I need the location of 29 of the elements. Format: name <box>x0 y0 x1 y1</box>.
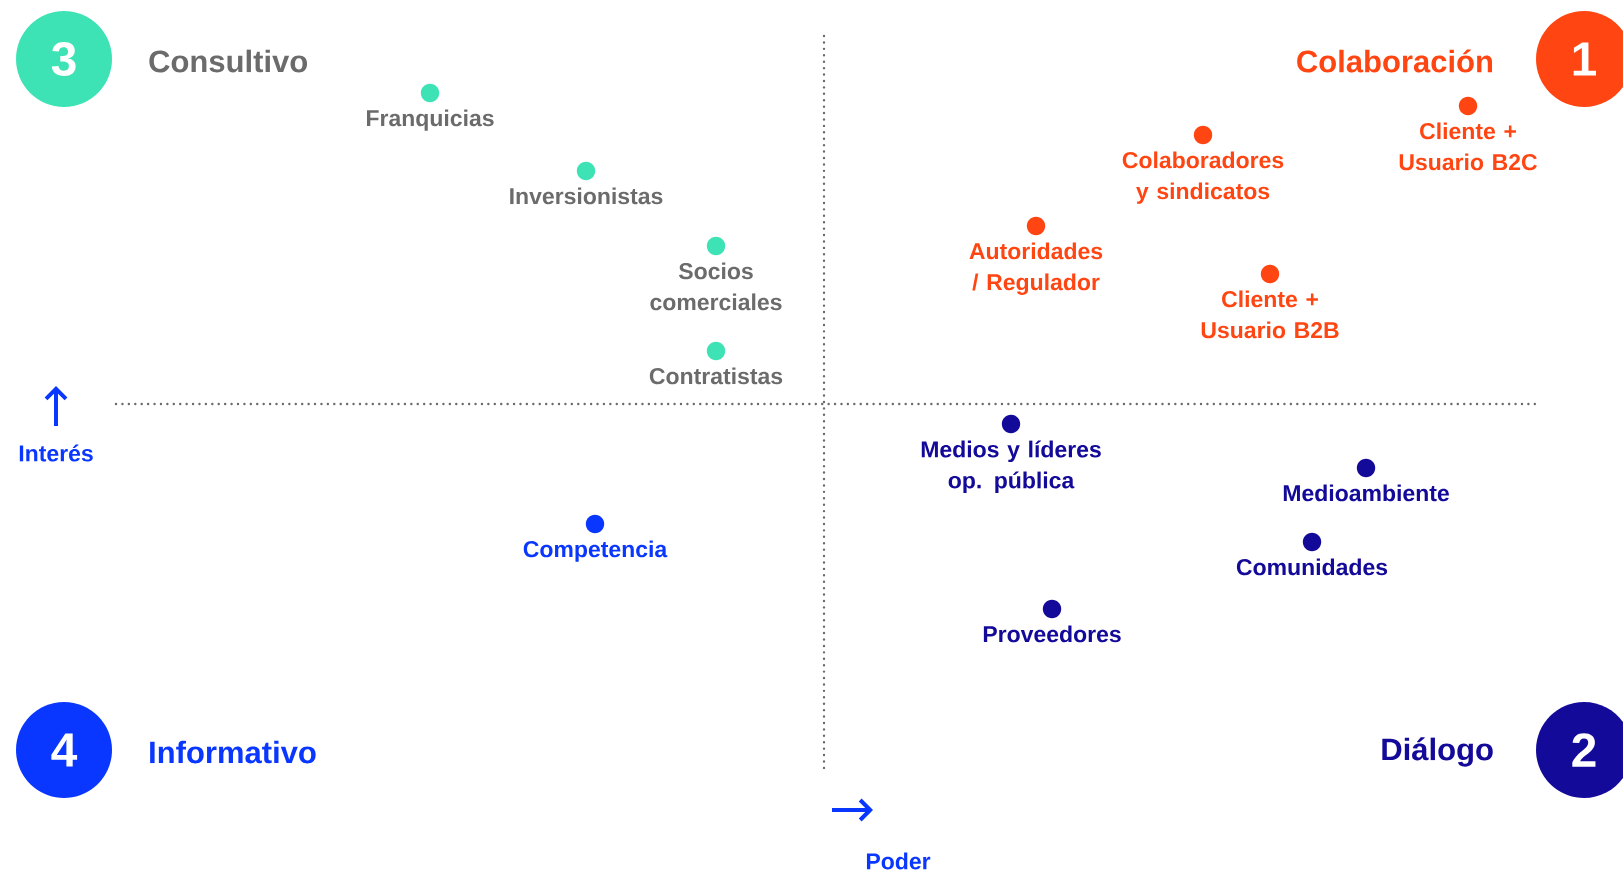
data-point: Franquicias <box>367 83 494 131</box>
data-point: Cliente + Usuario B2B <box>1201 264 1339 339</box>
node-label: Comunidades <box>1236 558 1388 576</box>
node-label: Medioambiente <box>1283 484 1449 502</box>
node-label: Cliente + Usuario B2C <box>1399 122 1537 171</box>
node-label: Competencia <box>523 540 668 562</box>
data-point: Socios comerciales <box>650 236 782 311</box>
quadrant-title: Colaboración <box>1297 49 1492 73</box>
data-point: Colaboradores y sindicatos <box>1122 125 1284 204</box>
node-label: Medios y líderes op. pública <box>921 440 1101 494</box>
axis-label: Poder <box>866 852 931 870</box>
data-point: Medios y líderes op. pública <box>921 414 1101 494</box>
node-label: Socios comerciales <box>650 262 782 311</box>
data-point: Comunidades <box>1236 532 1388 576</box>
axis-label: Interés <box>19 444 93 462</box>
data-point: Medioambiente <box>1283 458 1449 502</box>
node-label: Franquicias <box>367 109 494 131</box>
node-label: Inversionistas <box>510 187 663 205</box>
data-point: Autoridades / Regulador <box>969 216 1103 295</box>
node-label: Cliente + Usuario B2B <box>1201 290 1339 339</box>
data-point: Proveedores <box>983 599 1121 643</box>
data-point: Cliente + Usuario B2C <box>1399 96 1537 171</box>
data-point: Competencia <box>523 514 668 562</box>
data-point: Inversionistas <box>510 161 663 205</box>
node-label: Proveedores <box>983 625 1121 643</box>
node-label: Colaboradores y sindicatos <box>1122 151 1284 204</box>
data-point: Contratistas <box>649 341 783 385</box>
node-label: Contratistas <box>649 367 783 385</box>
node-label: Autoridades / Regulador <box>969 242 1103 295</box>
